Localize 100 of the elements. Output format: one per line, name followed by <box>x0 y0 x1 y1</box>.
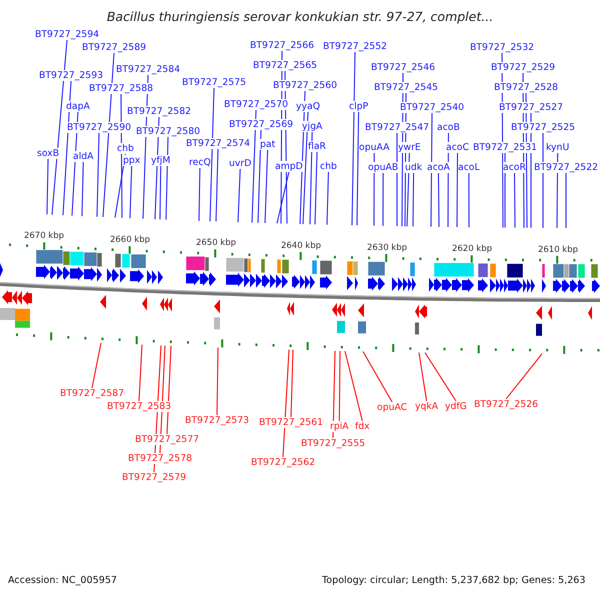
gene-label: BT9727_2547 <box>365 122 430 133</box>
gene-label: BT9727_2529 <box>491 62 556 73</box>
leader-line <box>406 152 410 227</box>
leader-line <box>154 116 160 220</box>
scale-label: 2670 kbp <box>24 231 64 242</box>
gene-label: acoR <box>503 162 526 173</box>
gene-label: udk <box>405 162 422 173</box>
gene-label: BT9727_2573 <box>185 415 250 426</box>
leader-line <box>216 347 218 416</box>
gene-label: flaR <box>308 141 326 152</box>
gene-label: ydfG <box>445 401 467 412</box>
leader-line <box>252 110 257 224</box>
gene-label: acoL <box>458 162 480 173</box>
gene-label: BT9727_2522 <box>534 162 598 173</box>
gene-label: BT9727_2562 <box>251 457 316 468</box>
gene-label: rpiA <box>330 421 349 432</box>
gene-label: opuAC <box>377 402 408 413</box>
leader-line <box>418 352 428 402</box>
leader-line <box>282 349 290 458</box>
leader-line <box>166 136 169 220</box>
leader-line <box>362 351 393 402</box>
gene-label: BT9727_2527 <box>499 102 564 113</box>
gene-label: BT9727_2589 <box>82 42 146 53</box>
gene-label: fdx <box>355 421 370 432</box>
gene-label: BT9727_2574 <box>186 138 250 149</box>
leader-line <box>566 172 567 228</box>
gene-label: kynU <box>546 142 570 153</box>
gene-label: acoA <box>427 162 450 173</box>
gene-label: yfjM <box>151 155 170 166</box>
leader-line <box>430 112 433 228</box>
gene-label: yjgA <box>302 121 322 132</box>
leader-line <box>238 168 241 223</box>
leader-line <box>46 158 49 215</box>
leader-line <box>352 52 356 226</box>
gene-label: BT9727_2545 <box>374 82 438 93</box>
leader-line <box>130 166 132 219</box>
gene-label: acoC <box>446 142 469 153</box>
leader-line <box>468 172 470 228</box>
scale-label: 2620 kbp <box>452 244 492 254</box>
leader-line <box>102 52 115 218</box>
leader-line <box>556 152 558 228</box>
gene-label: ywrE <box>398 142 421 153</box>
gene-label: clpP <box>349 101 368 112</box>
leader-line <box>210 88 215 222</box>
gene-label: BT9727_2569 <box>229 119 294 130</box>
gene-label: aldA <box>73 151 94 162</box>
gene-label: pat <box>260 139 276 150</box>
gene-label: ppx <box>123 155 140 166</box>
leader-line <box>258 130 262 224</box>
gene-label: uvrD <box>229 158 252 169</box>
leader-line <box>338 350 340 422</box>
gene-label: dapA <box>66 101 90 112</box>
gene-label: BT9727_2561 <box>259 417 324 428</box>
leader-line <box>424 352 456 402</box>
leader-line <box>82 162 84 217</box>
leader-line <box>160 166 162 220</box>
gene-label: BT9727_2525 <box>511 122 576 133</box>
leader-line <box>448 132 449 228</box>
gene-label: BT9727_2588 <box>89 83 154 94</box>
leader-line <box>514 172 516 228</box>
leader-line <box>456 152 458 228</box>
accession-text: Accession: NC_005957 <box>8 575 118 586</box>
leader-line <box>62 80 72 216</box>
leader-line <box>276 172 290 224</box>
leader-line <box>506 353 542 400</box>
gene-label: chb <box>320 161 337 172</box>
leader-line <box>310 132 313 225</box>
map-title: Bacillus thuringiensis serovar konkukian str. 97-27, complet... <box>106 9 494 24</box>
gene-label: ampD <box>275 161 303 172</box>
gene-label: BT9727_2528 <box>494 82 558 93</box>
leader-line <box>302 112 309 225</box>
gene-label: BT9727_2577 <box>135 434 200 445</box>
gene-label: BT9727_2578 <box>128 453 192 464</box>
gene-label: chb <box>117 143 134 154</box>
gene-label: opuAA <box>359 142 390 153</box>
scale-label: 2660 kbp <box>110 235 150 246</box>
gene-label: BT9727_2532 <box>470 42 534 53</box>
leader-line <box>542 132 544 228</box>
leader-line <box>138 344 142 402</box>
leader-line <box>216 148 219 222</box>
gene-label: BT9727_2594 <box>35 29 100 40</box>
scale-label: 2650 kbp <box>196 238 236 248</box>
gene-label: BT9727_2579 <box>122 472 186 483</box>
gene-label: BT9727_2580 <box>136 126 200 137</box>
leader-line <box>52 40 68 216</box>
leader-line <box>264 150 268 224</box>
genome-summary-text: Topology: circular; Length: 5,237,682 bp; Genes: 5,263 <box>322 575 586 586</box>
leader-line <box>356 112 360 226</box>
leader-line <box>344 350 363 422</box>
leader-line <box>314 152 318 225</box>
gene-label: BT9727_2546 <box>371 62 436 73</box>
gene-label: BT9727_2583 <box>107 401 172 412</box>
gene-label: soxB <box>37 148 60 159</box>
gene-label: BT9727_2566 <box>250 40 314 51</box>
scale-label: 2630 kbp <box>366 242 408 253</box>
gene-label: BT9727_2582 <box>127 106 192 117</box>
gene-label: opuAB <box>368 162 398 173</box>
leader-line <box>382 172 384 226</box>
leader-line <box>166 345 172 434</box>
leader-line <box>374 152 375 226</box>
